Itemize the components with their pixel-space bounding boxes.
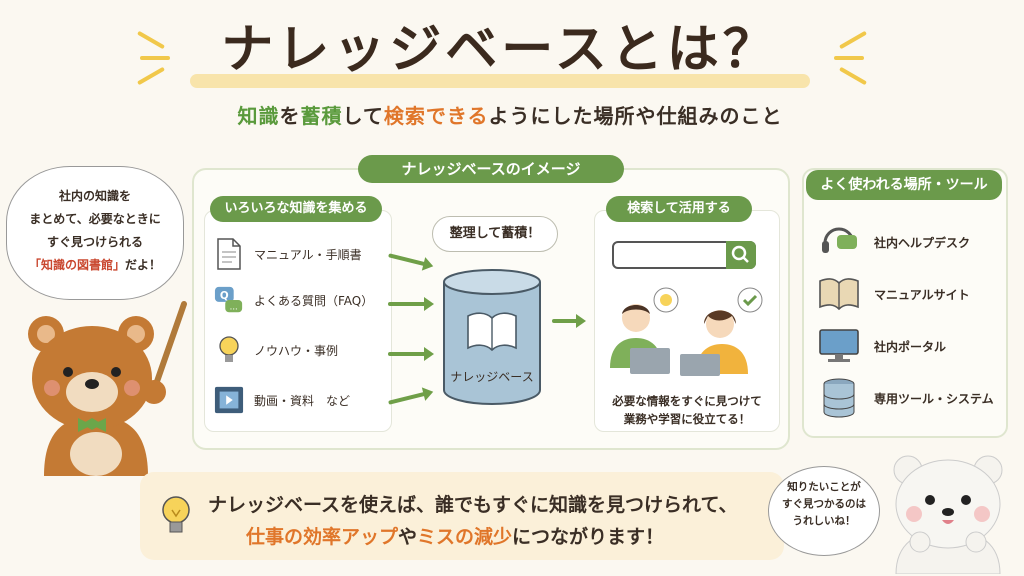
white-bear-mascot (878, 446, 1018, 575)
svg-text:Q: Q (220, 290, 229, 302)
subtitle-text: ようにした場所や仕組みのこと (488, 104, 783, 128)
video-icon (214, 383, 244, 417)
bubble-line: 社内の知識を (58, 189, 131, 203)
bottom-message-box (140, 472, 784, 560)
subtitle-accumulate: 蓄積 (300, 104, 343, 128)
subtitle-knowledge: 知識 (237, 104, 280, 128)
database-icon (442, 268, 542, 408)
organize-bubble: 整理して蓄積！ (432, 216, 558, 252)
book-icon (818, 274, 860, 314)
subtitle-text: を (279, 104, 301, 128)
bubble-text: だよ！ (125, 258, 162, 272)
left-speech-bubble: 社内の知識を まとめて、必要なときに すぐ見つけられる 「知識の図書館」だよ！ (6, 166, 184, 300)
knowledge-item-label: よくある質問（FAQ） (254, 293, 374, 308)
lightbulb-icon (214, 333, 244, 367)
title-underline (190, 74, 810, 88)
subtitle-text: して (342, 104, 384, 128)
highlight-mistakes: ミスの減少 (417, 526, 513, 548)
bubble-highlight: 「知識の図書館」 (28, 258, 125, 272)
tool-item-label: 専用ツール・システム (874, 391, 994, 406)
knowledge-item-label: ノウハウ・事例 (254, 343, 339, 358)
knowledge-item-faq: Q... よくある質問（FAQ） (214, 280, 389, 320)
monitor-icon (818, 326, 860, 366)
document-icon (214, 237, 244, 271)
tool-item-portal: 社内ポータル (818, 326, 1004, 366)
tool-item-system: 専用ツール・システム (818, 378, 1004, 418)
search-label: 検索して活用する (606, 196, 752, 222)
bottom-text: や (398, 526, 418, 548)
tools-label: よく使われる場所・ツール (806, 170, 1002, 200)
knowledge-item-manual: マニュアル・手順書 (214, 234, 389, 274)
faq-bubble-icon: Q... (214, 283, 244, 317)
database-label: ナレッジベース (450, 370, 534, 384)
sparkle-icon (834, 56, 864, 60)
collect-label: いろいろな知識を集める (210, 196, 382, 222)
tool-item-helpdesk: 社内ヘルプデスク (818, 222, 1004, 262)
tool-item-label: 社内ポータル (874, 339, 947, 354)
database-icon (818, 378, 860, 418)
lightbulb-icon (158, 492, 194, 538)
bottom-message-line1: ナレッジベースを使えば、誰でもすぐに知識を見つけられて、 (208, 494, 738, 516)
right-speech-bubble: 知りたいことが すぐ見つかるのは うれしいね！ (768, 466, 880, 556)
tool-item-label: マニュアルサイト (874, 287, 970, 302)
bubble-line: 知りたいことが (787, 481, 861, 493)
bottom-message-line2: 仕事の効率アップやミスの減少につながります！ (246, 522, 766, 549)
knowledge-item-label: マニュアル・手順書 (254, 247, 362, 262)
headset-icon (818, 222, 860, 262)
tool-item-manual-site: マニュアルサイト (818, 274, 1004, 314)
highlight-efficiency: 仕事の効率アップ (246, 526, 399, 548)
bear-mascot (4, 300, 194, 476)
arrow-icon (388, 347, 434, 361)
people-illustration (600, 282, 774, 382)
search-caption: 必要な情報をすぐに見つけて 業務や学習に役立てる！ (598, 392, 776, 428)
subtitle: 知識を蓄積して検索できるようにした場所や仕組みのこと (150, 100, 870, 129)
search-caption-line: 必要な情報をすぐに見つけて (612, 394, 762, 408)
search-icon (726, 241, 756, 269)
search-caption-line: 業務や学習に役立てる！ (623, 412, 751, 426)
knowledge-item-knowhow: ノウハウ・事例 (214, 330, 389, 370)
knowledge-item-video: 動画・資料 など (214, 380, 389, 420)
bubble-line: うれしいね！ (792, 515, 856, 527)
tool-item-label: 社内ヘルプデスク (874, 235, 971, 250)
subtitle-search: 検索できる (383, 104, 489, 128)
image-section-label: ナレッジベースのイメージ (358, 155, 624, 183)
sparkle-icon (140, 56, 170, 60)
arrow-icon (388, 297, 434, 311)
arrow-icon (552, 314, 586, 328)
bubble-line: 「知識の図書館」だよ！ (7, 254, 183, 277)
bubble-line: まとめて、必要なときに (29, 212, 161, 226)
bubble-line: すぐ見つかるのは (782, 498, 866, 510)
knowledge-item-label: 動画・資料 など (254, 393, 351, 408)
page-title: ナレッジベースとは？ (221, 20, 779, 80)
bubble-line: すぐ見つけられる (46, 235, 143, 249)
bottom-text: につながります！ (512, 526, 665, 548)
svg-text:...: ... (230, 301, 238, 311)
